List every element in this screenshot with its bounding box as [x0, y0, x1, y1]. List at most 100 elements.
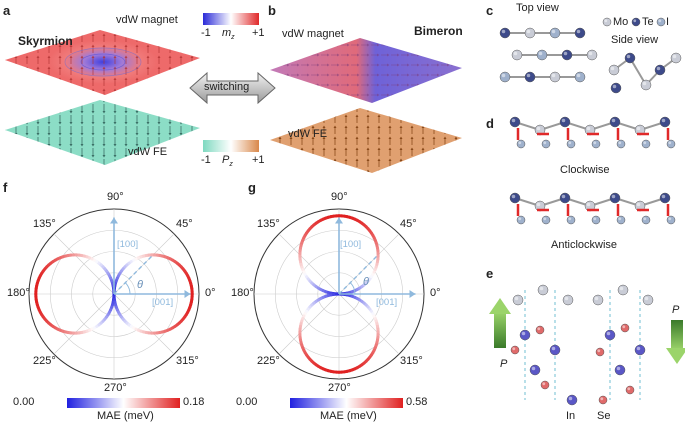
d-atom — [559, 116, 571, 128]
g-cbar-label: MAE (meV) — [320, 410, 377, 422]
d-atom — [509, 192, 521, 204]
panel-label-a: a — [3, 3, 11, 18]
p-down-arrow — [671, 320, 683, 350]
d-atom — [509, 116, 521, 128]
d-atom-bottom — [541, 139, 551, 149]
pz-min: -1 — [201, 154, 211, 166]
d-atom-bottom — [666, 139, 676, 149]
e-top-atom — [537, 284, 549, 296]
g-angle-270: 270° — [328, 382, 351, 394]
side-view-atom — [670, 52, 682, 64]
atom — [524, 71, 536, 83]
d-atom-bottom — [591, 139, 601, 149]
mae-colorbar-g — [290, 398, 403, 408]
atom — [499, 27, 511, 39]
g-cbar-min: 0.00 — [236, 396, 258, 408]
se-atom — [625, 385, 635, 395]
se-atom — [595, 347, 605, 357]
panel-label-b: b — [268, 3, 276, 18]
atom — [574, 27, 586, 39]
atom — [536, 49, 548, 61]
theta-arc — [124, 282, 131, 295]
se-atom — [510, 345, 520, 355]
p-up-arrowhead — [489, 298, 511, 314]
pz-label: Pz — [222, 154, 233, 169]
d-atom-bottom — [666, 215, 676, 225]
side-view-atom — [608, 64, 620, 76]
g-angle-225: 225° — [257, 355, 280, 367]
se-atom — [535, 325, 545, 335]
legend-mo: Mo — [613, 16, 629, 28]
legend-in: In — [566, 410, 576, 422]
mz-max: +1 — [252, 27, 265, 39]
d-atom-bottom — [516, 215, 526, 225]
e-top-atom — [592, 294, 604, 306]
f-cbar-max: 0.18 — [183, 396, 205, 408]
d-atom-bottom — [616, 139, 626, 149]
side-view-atom — [640, 79, 652, 91]
f-cbar-label: MAE (meV) — [97, 410, 154, 422]
g-angle-135: 135° — [257, 218, 280, 230]
f-angle-225: 225° — [33, 355, 56, 367]
f-angle-180: 180° — [7, 287, 30, 299]
legend-atom-in — [566, 394, 578, 406]
g-axis-100: [100] — [340, 239, 362, 250]
d-atom-bottom — [566, 215, 576, 225]
mae-colorbar-f — [67, 398, 180, 408]
f-angle-135: 135° — [33, 218, 56, 230]
se-atom — [540, 380, 550, 390]
panel-label-g: g — [248, 180, 256, 195]
atom — [511, 49, 523, 61]
d-atom-bottom — [641, 215, 651, 225]
vdw-magnet-label-b: vdW magnet — [282, 28, 344, 40]
polar-spoke — [278, 293, 340, 355]
side-view-atom — [624, 52, 636, 64]
g-angle-315: 315° — [400, 355, 423, 367]
panel-b-bimeron-diagram — [270, 38, 462, 173]
panel-a-skyrmion-diagram — [5, 30, 200, 165]
d-atom — [559, 192, 571, 204]
atom — [524, 27, 536, 39]
bimeron-label: Bimeron — [414, 24, 463, 38]
g-angle-0: 0° — [430, 287, 441, 299]
atom — [499, 71, 511, 83]
panel-c-crystal-structure — [499, 17, 682, 94]
panel-e-stacking-structure — [510, 284, 654, 406]
p-label-right: P — [672, 304, 680, 316]
anticlockwise-label: Anticlockwise — [551, 239, 618, 251]
atom — [561, 49, 573, 61]
atom — [549, 71, 561, 83]
polar-spoke — [278, 233, 340, 295]
pz-colorbar — [203, 140, 259, 152]
in-atom — [604, 329, 616, 341]
vdw-fe-label-a: vdW FE — [128, 146, 168, 158]
vdw-fe-label-b: vdW FE — [288, 128, 328, 140]
atom — [586, 49, 598, 61]
g-cbar-max: 0.58 — [406, 396, 428, 408]
f-axis-001: [001] — [152, 297, 174, 308]
panel-label-e: e — [486, 266, 494, 281]
top-view-label: Top view — [516, 2, 559, 14]
d-atom-bottom — [591, 215, 601, 225]
theta-direction — [338, 255, 378, 295]
f-angle-0: 0° — [205, 287, 216, 299]
mz-label: mz — [222, 27, 235, 42]
panel-label-d: d — [486, 116, 494, 131]
d-atom-bottom — [616, 215, 626, 225]
legend-atom-te — [631, 17, 641, 27]
clockwise-label: Clockwise — [560, 164, 610, 176]
legend-se: Se — [597, 410, 611, 422]
p-up-arrow — [494, 312, 506, 348]
panel-label-c: c — [486, 3, 494, 18]
in-atom — [614, 364, 626, 376]
in-atom — [519, 329, 531, 341]
polar-plot-g — [253, 208, 425, 380]
theta-arc — [349, 282, 356, 295]
polar-spoke — [53, 293, 115, 355]
d-atom-bottom — [516, 139, 526, 149]
e-top-atom — [617, 284, 629, 296]
polar-spoke — [113, 293, 175, 355]
switching-label: switching — [204, 81, 250, 93]
polar-spoke — [53, 233, 115, 295]
